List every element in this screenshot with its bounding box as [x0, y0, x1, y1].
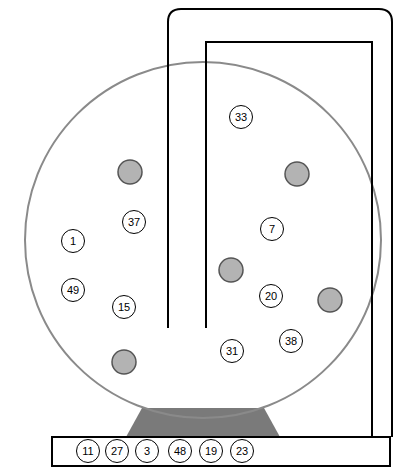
number-ball: 48	[168, 439, 192, 463]
number-ball: 33	[229, 105, 253, 129]
number-ball: 11	[76, 439, 100, 463]
ball-number: 7	[269, 224, 275, 235]
ball-number: 33	[235, 112, 247, 123]
ball-number: 27	[111, 446, 123, 457]
ball-number: 49	[67, 285, 79, 296]
ball-number: 11	[82, 446, 93, 457]
number-ball: 49	[61, 278, 85, 302]
number-ball: 7	[260, 217, 284, 241]
number-ball: 3	[135, 439, 159, 463]
blank-ball	[118, 160, 142, 184]
machine-stand	[126, 408, 280, 437]
number-ball: 31	[220, 339, 244, 363]
blank-ball	[112, 350, 136, 374]
ball-number: 19	[205, 446, 217, 457]
number-ball: 23	[230, 439, 254, 463]
blank-ball	[318, 288, 342, 312]
ball-number: 37	[128, 217, 140, 228]
blank-ball	[285, 162, 309, 186]
ball-number: 15	[118, 302, 130, 313]
return-tube-inner	[206, 42, 372, 437]
blank-ball	[219, 258, 243, 282]
number-ball: 20	[259, 284, 283, 308]
ball-number: 38	[285, 336, 297, 347]
number-ball: 1	[61, 229, 85, 253]
number-ball: 38	[279, 329, 303, 353]
ball-number: 3	[144, 446, 150, 457]
return-tube-outer	[168, 9, 392, 437]
ball-number: 23	[236, 446, 248, 457]
ball-number: 31	[226, 346, 238, 357]
blank-balls	[112, 160, 342, 374]
ball-number: 20	[265, 291, 277, 302]
ball-number: 1	[70, 236, 76, 247]
number-ball: 15	[112, 295, 136, 319]
number-ball: 37	[122, 210, 146, 234]
drum-outline	[25, 62, 381, 418]
number-ball: 19	[199, 439, 223, 463]
output-tray	[52, 437, 390, 466]
ball-number: 48	[174, 446, 186, 457]
number-ball: 27	[105, 439, 129, 463]
